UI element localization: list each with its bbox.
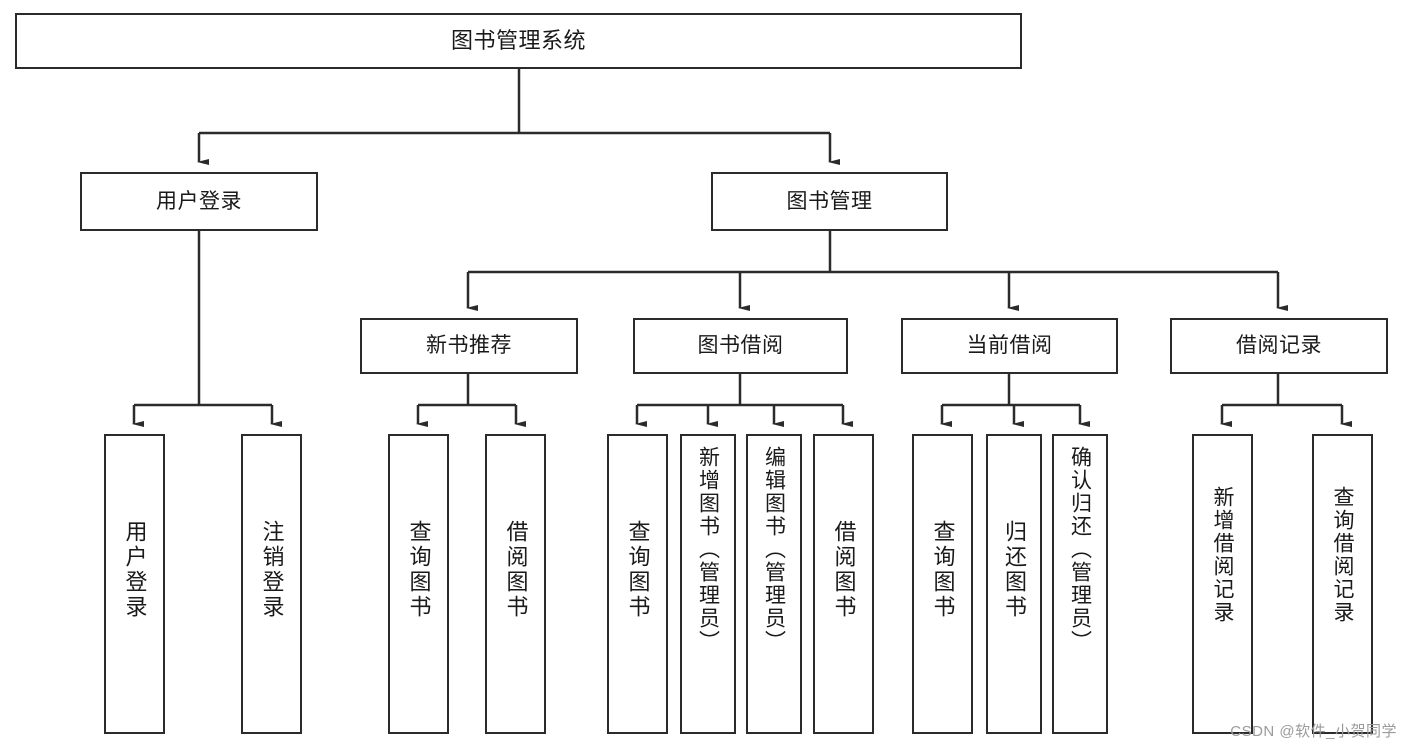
node-borrow-record[interactable]: 借阅记录 <box>1170 318 1388 374</box>
node-book-management[interactable]: 图书管理 <box>711 172 948 231</box>
node-borrow-record-label: 借阅记录 <box>1236 334 1322 358</box>
node-leaf-edit-book[interactable]: 编辑图书（管理员） <box>746 434 802 734</box>
node-leaf-query-book-recommend-label: 查询图书 <box>406 520 432 620</box>
node-root-label: 图书管理系统 <box>450 27 586 53</box>
node-leaf-query-borrow-record-label: 查询借阅记录 <box>1331 486 1354 624</box>
node-new-book-recommend-label: 新书推荐 <box>426 334 512 358</box>
node-leaf-user-login-label: 用户登录 <box>122 520 148 620</box>
node-leaf-borrow-book-recommend[interactable]: 借阅图书 <box>485 434 546 734</box>
node-leaf-add-book-label: 新增图书（管理员） <box>696 446 720 653</box>
node-book-borrow[interactable]: 图书借阅 <box>633 318 848 374</box>
watermark: CSDN @软件_小贺同学 <box>1230 723 1397 740</box>
node-leaf-query-book-current[interactable]: 查询图书 <box>912 434 973 734</box>
node-leaf-query-borrow-record[interactable]: 查询借阅记录 <box>1312 434 1373 734</box>
node-leaf-query-book-borrow-label: 查询图书 <box>625 520 651 620</box>
node-leaf-add-book[interactable]: 新增图书（管理员） <box>680 434 736 734</box>
node-root[interactable]: 图书管理系统 <box>15 13 1022 69</box>
node-leaf-user-logout[interactable]: 注销登录 <box>241 434 302 734</box>
node-leaf-confirm-return-label: 确认归还（管理员） <box>1068 446 1092 653</box>
node-leaf-borrow-book-label: 借阅图书 <box>831 520 857 620</box>
node-leaf-add-borrow-record[interactable]: 新增借阅记录 <box>1192 434 1253 734</box>
node-current-borrow-label: 当前借阅 <box>966 334 1053 358</box>
node-leaf-user-logout-label: 注销登录 <box>259 520 285 620</box>
node-leaf-edit-book-label: 编辑图书（管理员） <box>762 446 786 653</box>
node-leaf-user-login[interactable]: 用户登录 <box>104 434 165 734</box>
node-leaf-query-book-current-label: 查询图书 <box>930 520 956 620</box>
node-current-borrow[interactable]: 当前借阅 <box>901 318 1118 374</box>
node-leaf-return-book[interactable]: 归还图书 <box>986 434 1042 734</box>
node-new-book-recommend[interactable]: 新书推荐 <box>360 318 578 374</box>
node-leaf-query-book-borrow[interactable]: 查询图书 <box>607 434 668 734</box>
node-user-login[interactable]: 用户登录 <box>80 172 318 231</box>
node-leaf-add-borrow-record-label: 新增借阅记录 <box>1211 486 1234 624</box>
node-leaf-confirm-return[interactable]: 确认归还（管理员） <box>1052 434 1108 734</box>
node-leaf-borrow-book[interactable]: 借阅图书 <box>813 434 874 734</box>
node-user-login-label: 用户登录 <box>156 189 242 213</box>
node-book-management-label: 图书管理 <box>786 189 873 213</box>
node-leaf-borrow-book-recommend-label: 借阅图书 <box>503 520 529 620</box>
node-leaf-return-book-label: 归还图书 <box>1002 520 1027 620</box>
node-book-borrow-label: 图书借阅 <box>697 334 784 358</box>
node-leaf-query-book-recommend[interactable]: 查询图书 <box>388 434 449 734</box>
